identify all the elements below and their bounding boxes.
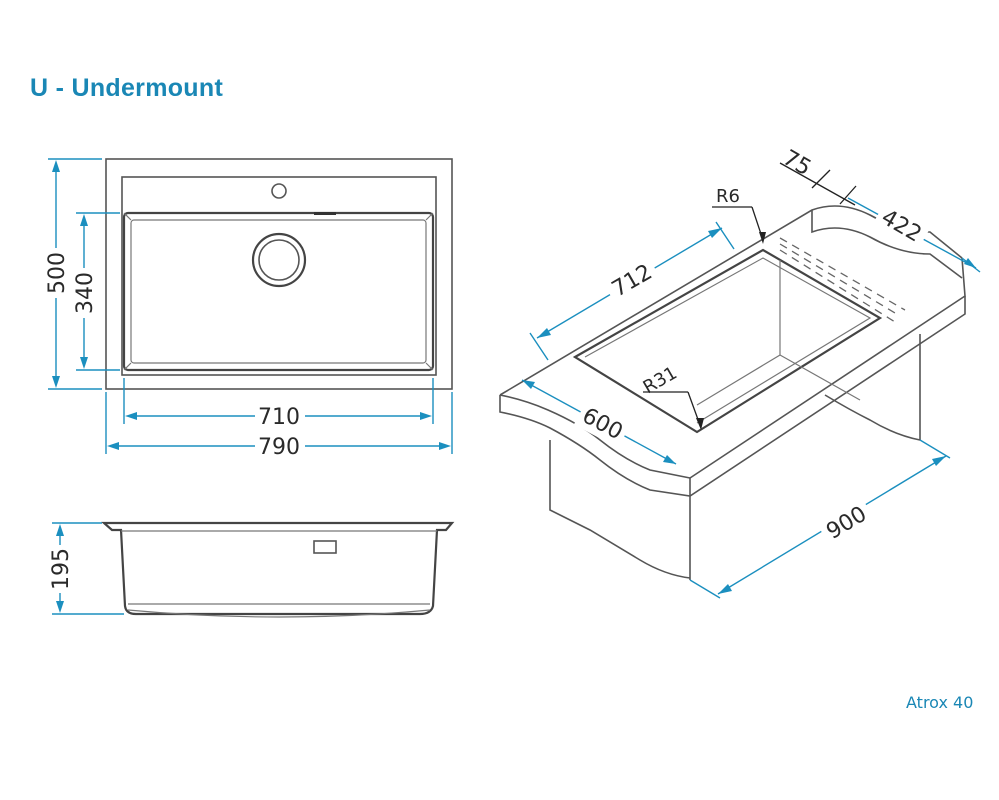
dim-r31: R31 <box>640 362 704 430</box>
dim-195: 195 <box>48 522 124 615</box>
dim-600: 600 <box>521 379 677 465</box>
tap-hole <box>271 183 287 199</box>
dim-900: 900 <box>689 439 951 599</box>
dim-710-label: 710 <box>258 405 300 430</box>
dim-75-label: 75 <box>778 146 815 182</box>
overflow-slot-side <box>313 540 337 554</box>
dim-710: 710 <box>123 378 434 430</box>
dim-r31-label: R31 <box>640 362 681 398</box>
model-name: Atrox 40 <box>906 693 974 712</box>
drain-inner <box>258 239 300 281</box>
dim-790-label: 790 <box>258 435 300 460</box>
dim-790: 790 <box>105 392 453 460</box>
iso-bowl-opening <box>572 248 883 434</box>
dim-r6-label: R6 <box>716 186 740 207</box>
dim-500-label: 500 <box>45 252 70 294</box>
dim-340: 340 <box>72 212 120 371</box>
drain-outer <box>251 232 307 288</box>
dim-75: 75 <box>778 146 857 206</box>
dim-500: 500 <box>44 158 102 390</box>
dim-712: 712 <box>529 221 735 361</box>
dim-340-label: 340 <box>73 272 98 314</box>
sink-side-view <box>101 521 455 618</box>
dim-195-label: 195 <box>49 548 74 590</box>
bowl-outline <box>122 211 435 372</box>
dim-422: 422 <box>847 197 981 273</box>
isometric-view <box>499 205 966 580</box>
overflow-slot <box>314 212 336 215</box>
page-title: U - Undermount <box>30 74 224 102</box>
sink-top-view <box>105 158 453 390</box>
dim-r6: R6 <box>712 186 766 244</box>
